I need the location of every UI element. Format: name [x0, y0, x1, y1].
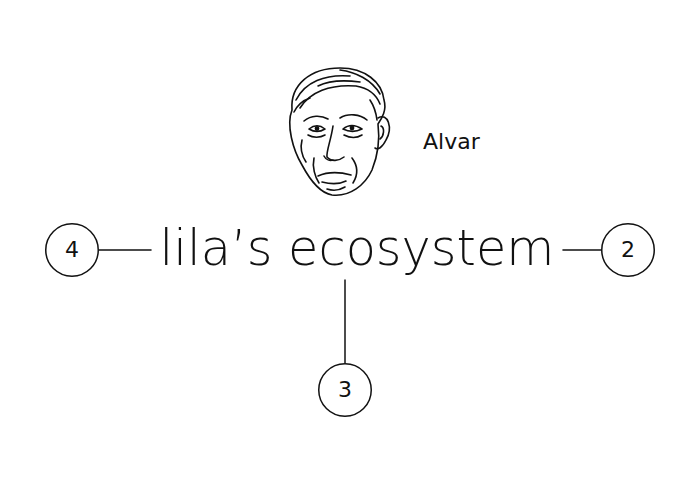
circle-border [602, 224, 655, 277]
callout-circle: 3 [318, 363, 372, 417]
hair-stroke [340, 70, 380, 94]
ear-inner [380, 126, 384, 139]
cheek-line [352, 158, 357, 183]
head-outline [290, 68, 385, 195]
callout-circle: 4 [45, 223, 99, 277]
mouth [318, 173, 351, 176]
chin-line [327, 187, 345, 190]
ear [375, 117, 389, 149]
eyebrow [340, 115, 367, 120]
eye [309, 126, 325, 131]
connector-line [344, 279, 346, 363]
hair-stroke [296, 76, 350, 100]
hair-stroke [370, 100, 377, 120]
nostril [324, 156, 333, 160]
cheek-line [313, 158, 319, 183]
circle-border [319, 364, 372, 417]
eye [343, 126, 362, 132]
pupil [315, 127, 318, 130]
title-node: lila’s ecosystem [152, 224, 563, 273]
eyebrow [304, 116, 328, 121]
pupil [350, 126, 353, 129]
callout-number: 3 [338, 379, 352, 401]
callout-circle: 2 [601, 223, 655, 277]
eye-bag [308, 135, 325, 137]
lip [322, 181, 346, 183]
connector-line [562, 249, 601, 251]
nose [327, 126, 344, 160]
connector-line [99, 249, 152, 251]
person-name: Alvar [423, 129, 480, 155]
hair-stroke [318, 81, 360, 86]
face-contour [301, 140, 306, 162]
ecosystem-title: lila’s ecosystem [160, 224, 555, 273]
callout-number: 2 [621, 239, 635, 261]
circle-border [46, 224, 99, 277]
hair-stroke [294, 98, 310, 112]
callout-number: 4 [65, 239, 79, 261]
eye-bag [344, 135, 362, 137]
hair-stroke [300, 86, 380, 108]
